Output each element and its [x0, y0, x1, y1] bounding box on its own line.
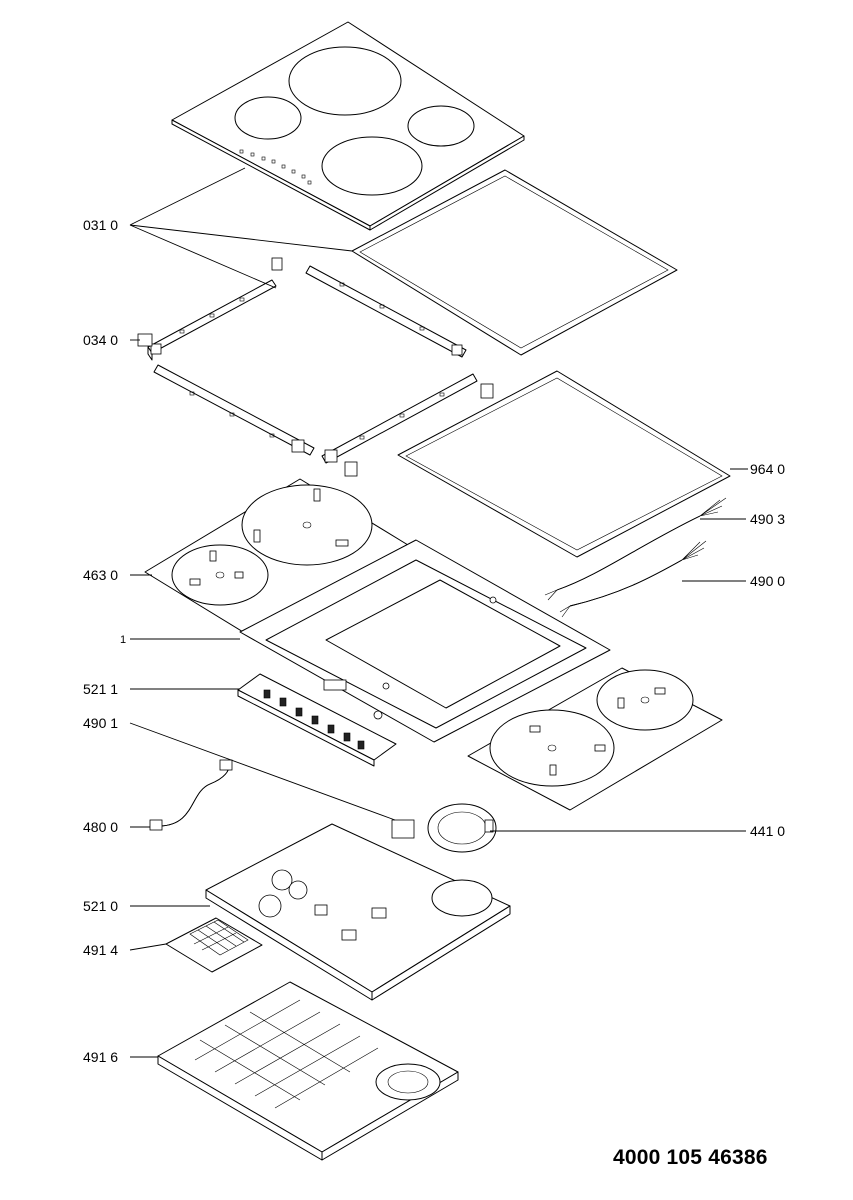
- label-441-0: 441 0: [750, 823, 785, 839]
- flat-cable: [149, 759, 233, 831]
- side-frame-rails: [137, 257, 494, 477]
- power-board-housing: [205, 823, 511, 1001]
- label-034-0: 034 0: [83, 332, 118, 348]
- document-number: 4000 105 46386: [613, 1146, 768, 1169]
- label-521-0: 521 0: [83, 898, 118, 914]
- part-labels: 031 0 034 0 964 0 490 3 463 0 490 0 1 52…: [83, 217, 785, 1065]
- lower-gasket: [397, 370, 731, 558]
- left-induction-coil-plate: [144, 478, 409, 639]
- label-491-6: 491 6: [83, 1049, 118, 1065]
- right-induction-coil-plate: [467, 667, 723, 811]
- frame-slots: [179, 282, 445, 440]
- label-521-1: 521 1: [83, 681, 118, 697]
- touch-control-symbols: [239, 149, 312, 185]
- label-1: 1: [120, 634, 126, 646]
- label-463-0: 463 0: [83, 567, 118, 583]
- label-490-0: 490 0: [750, 573, 785, 589]
- label-480-0: 480 0: [83, 819, 118, 835]
- label-490-3: 490 3: [750, 511, 785, 527]
- label-491-4: 491 4: [83, 942, 118, 958]
- top-gasket-seal: [351, 169, 678, 356]
- frame-clip: [137, 257, 494, 477]
- filter-grid: [165, 917, 263, 973]
- label-964-0: 964 0: [750, 461, 785, 477]
- connector-terminal: [391, 819, 415, 839]
- support-chassis: [239, 539, 611, 743]
- label-031-0: 031 0: [83, 217, 118, 233]
- glass-ceramic-top: [171, 21, 525, 231]
- control-board: [237, 673, 397, 767]
- bottom-housing: [157, 981, 459, 1161]
- label-490-1: 490 1: [83, 715, 118, 731]
- mains-cables: [544, 497, 727, 618]
- cooling-fan: [427, 803, 497, 853]
- leader-lines: [129, 167, 748, 1058]
